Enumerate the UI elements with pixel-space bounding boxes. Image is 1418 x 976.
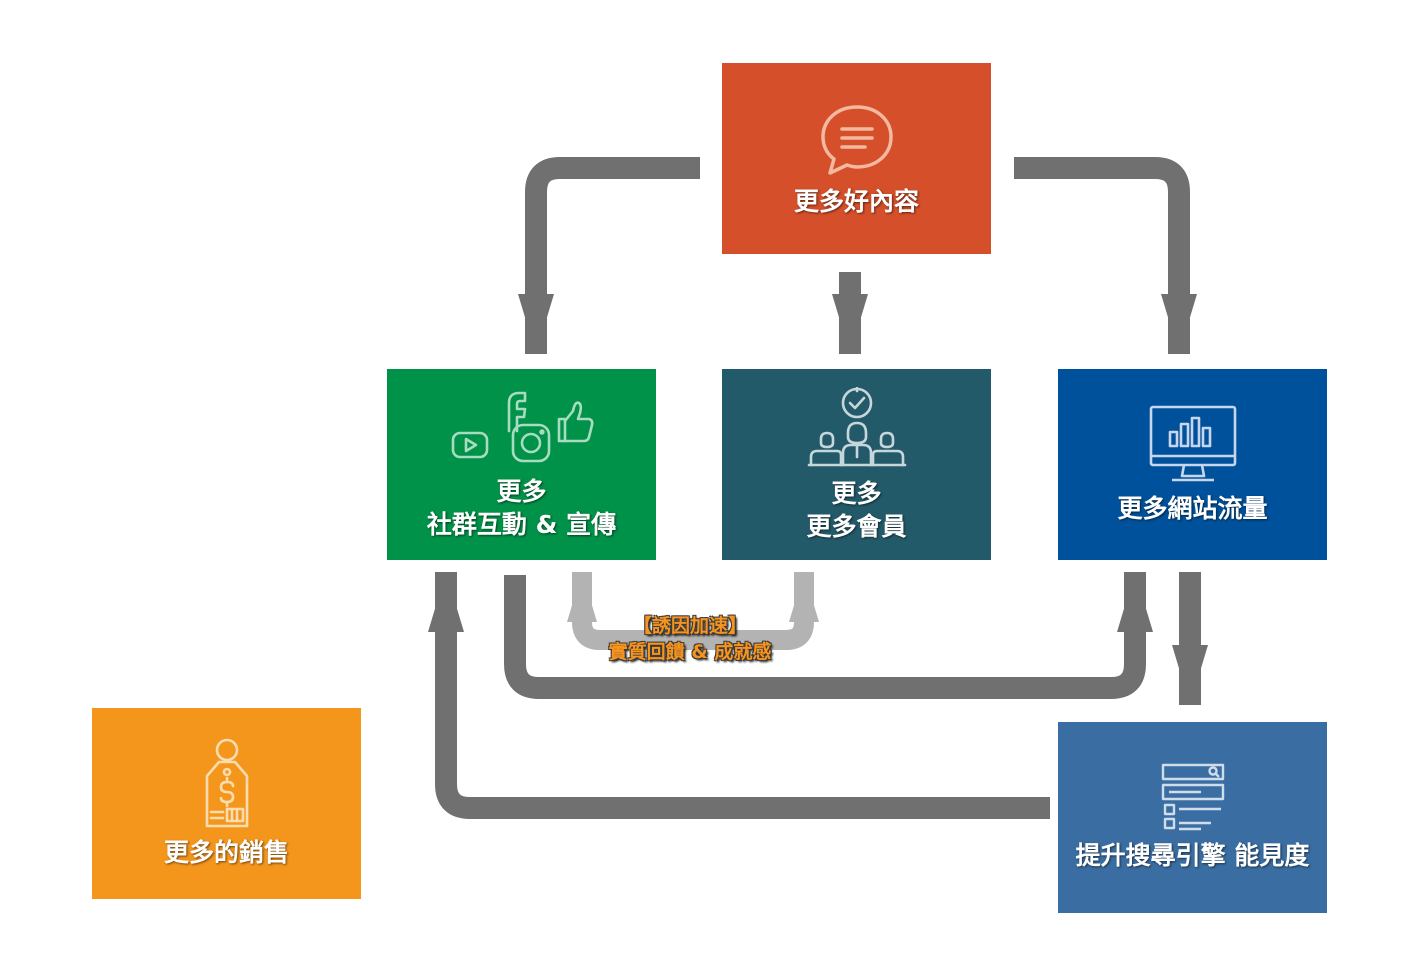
incentive-arrow [567,572,705,650]
node-more-traffic: 更多網站流量 [1058,369,1327,560]
chat-bubble-icon [820,105,893,175]
node-seo-visibility: 提升搜尋引擎 能見度 [1058,722,1327,913]
node-label-line: 更多會員 [806,511,907,541]
node-label-line: 更多 [496,476,547,506]
node-label: 更多 更多會員 [806,477,906,543]
members-icon [807,386,906,466]
incentive-title: 【誘因加速】 [632,615,747,637]
node-label: 提升搜尋引擎 能見度 [1075,841,1310,870]
price-tag-icon [205,738,248,828]
node-label-line: 社群互動 & 宣傳 [426,509,617,539]
node-more-sales: 更多的銷售 [92,708,361,899]
node-more-content: 更多好內容 [722,63,991,254]
social-media-icon [451,391,593,462]
arrow-social-to-traffic [504,572,1153,699]
node-label: 更多網站流量 [1117,494,1268,523]
node-more-members: 更多 更多會員 [722,369,991,560]
arrow-content-to-traffic [1014,157,1197,354]
analytics-monitor-icon [1149,405,1236,482]
arrow-seo-to-social [428,572,1050,819]
node-social-engagement: 更多 社群互動 & 宣傳 [387,369,656,560]
node-label: 更多的銷售 [163,838,289,867]
arrow-content-to-social [518,157,700,354]
node-label: 更多好內容 [793,187,919,216]
incentive-arrow [700,572,819,650]
incentive-detail: 實質回饋 & 成就感 [608,641,772,663]
incentive-note: 【誘因加速】 實質回饋 & 成就感 [570,613,810,665]
search-results-icon [1161,763,1224,831]
node-label: 更多 社群互動 & 宣傳 [427,475,616,541]
node-label-line: 更多 [831,478,882,508]
